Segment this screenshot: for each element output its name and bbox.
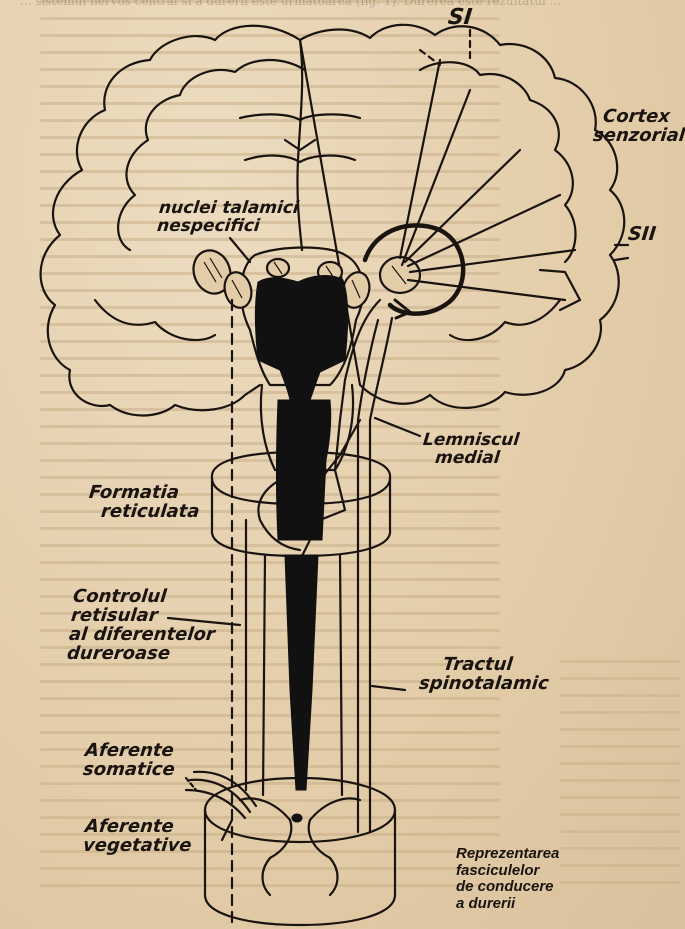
label-cortex-line2: senzorial [592, 127, 685, 146]
label-lemniscus-line2: medial [434, 450, 518, 468]
label-nuclei: nuclei talamici nespecifici [156, 200, 299, 236]
spinothalamic-tract [358, 318, 392, 832]
pointer-lemniscus [375, 418, 420, 436]
label-s2: SII [627, 225, 657, 245]
label-control-line3: al diferentelor [68, 626, 216, 645]
label-s1: SI [447, 6, 473, 29]
label-aferente-vegetative-line2: vegetative [82, 837, 193, 856]
spinal-cross-section-side [205, 810, 395, 925]
label-s1-text: SI [447, 5, 474, 30]
label-formatio: Formatia reticulata [86, 484, 202, 522]
caption-line4: a durerii [456, 896, 559, 913]
label-aferente-somatice: Aferente somatice [82, 742, 178, 780]
label-control: Controlul retisular al diferentelor dure… [66, 588, 220, 664]
label-control-line4: dureroase [66, 645, 214, 664]
grey-matter-butterfly [240, 798, 360, 895]
cortical-radiation [400, 60, 575, 300]
label-tract: Tractul spinotalamic [418, 656, 552, 694]
caption-line3: de conducere [456, 879, 559, 896]
central-black-pathway-stem [277, 400, 331, 540]
caption-line2: fasciculelor [456, 863, 559, 880]
pointer-nuclei [230, 238, 250, 262]
central-canal [292, 814, 302, 822]
central-black-pathway-cord [285, 555, 318, 790]
label-tract-line2: spinotalamic [418, 675, 550, 694]
longitudinal-fissure [297, 40, 302, 250]
label-aferente-vegetative: Aferente vegetative [82, 818, 194, 856]
header-fragment: ... sistemul nervos central si a durerii… [20, 0, 660, 8]
label-nuclei-line2: nespecifici [156, 218, 298, 236]
label-s2-text: SII [627, 223, 657, 245]
label-aferente-somatice-line2: somatice [82, 761, 176, 780]
label-control-line2: retisular [70, 607, 218, 626]
label-lemniscus: Lemniscul medial [420, 432, 520, 468]
label-cortex: Cortex senzorial [600, 108, 685, 146]
caption-line1: Reprezentarea [456, 846, 559, 863]
label-formatio-line2: reticulata [100, 503, 200, 522]
pointer-tract [372, 686, 405, 690]
figure-caption: Reprezentarea fasciculelor de conducere … [456, 846, 559, 912]
